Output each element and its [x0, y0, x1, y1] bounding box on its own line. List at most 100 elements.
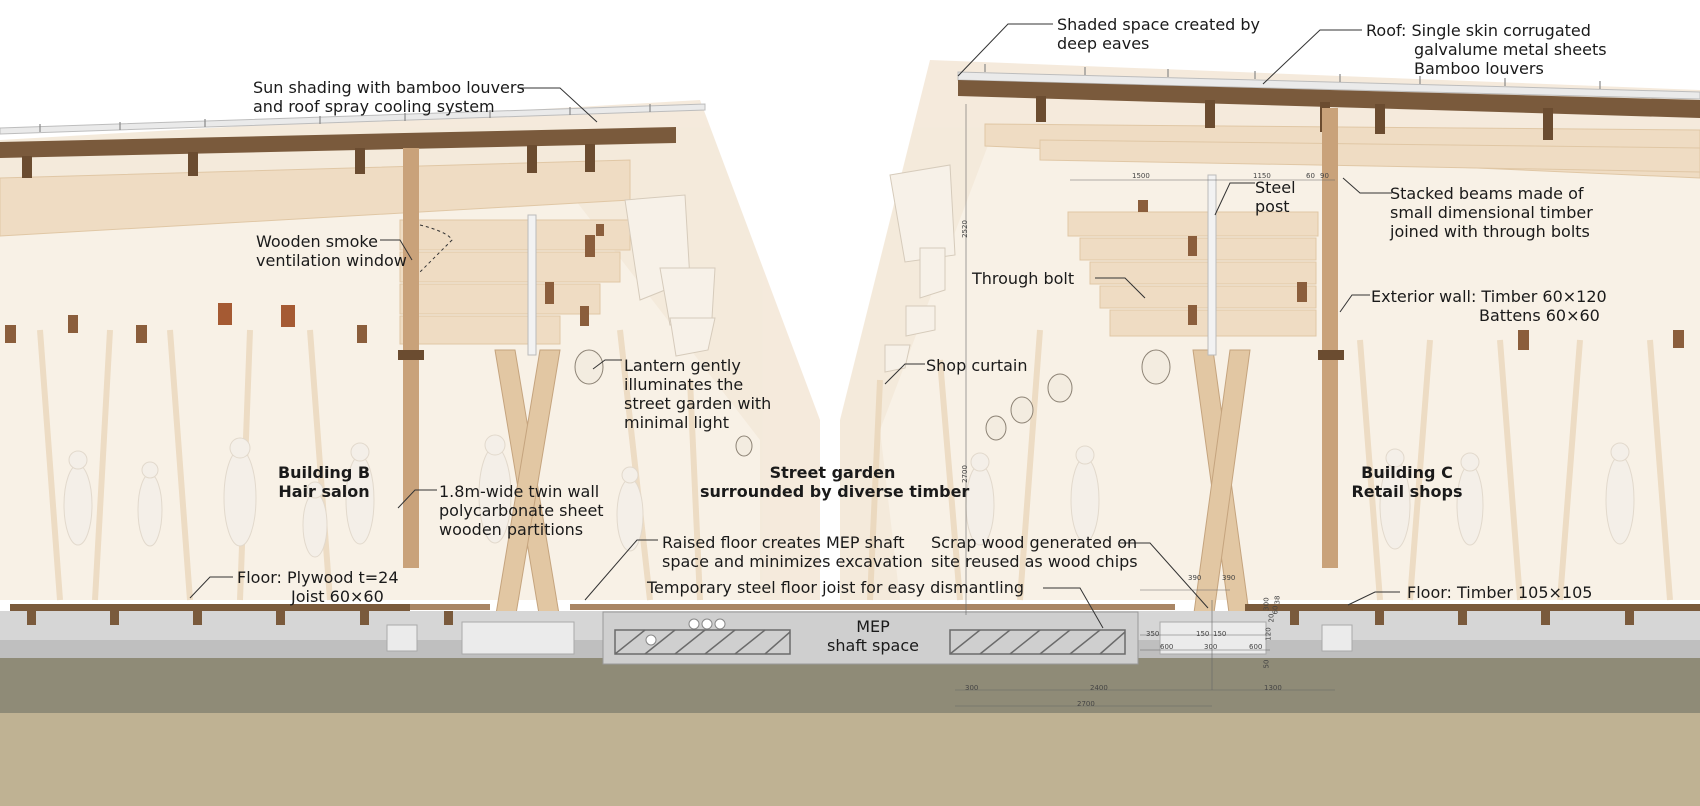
annotation-smoke-window: Wooden smoke ventilation window	[256, 232, 407, 270]
annotation-floor-left-line2: Joist 60×60	[291, 587, 384, 606]
dimension-38: 38	[1273, 595, 1282, 605]
annotation-roof: Roof: Single skin corrugated galvalume m…	[1366, 21, 1607, 78]
annotation-sun-shading-line1: Sun shading with bamboo louvers	[253, 78, 525, 97]
annotation-steel-post: Steel post	[1255, 178, 1296, 216]
footing-x-right	[1159, 621, 1267, 655]
annotation-raised-floor-line1: Raised floor creates MEP shaft	[662, 533, 905, 552]
annotation-shaded-space: Shaded space created by deep eaves	[1057, 15, 1260, 53]
annotation-polycarbonate: 1.8m-wide twin wall polycarbonate sheet …	[439, 482, 604, 539]
annotation-sun-shading: Sun shading with bamboo louvers and roof…	[253, 78, 525, 116]
annotation-roof-line3: Bamboo louvers	[1414, 59, 1544, 78]
annotation-lantern-line1: Lantern gently	[624, 356, 741, 375]
ground-lower	[0, 713, 1700, 806]
people-silhouettes	[63, 434, 1635, 558]
ground-upper	[0, 658, 1700, 713]
title-building-c-line2: Retail shops	[1351, 482, 1463, 501]
dimension-600-a: 600	[1160, 643, 1174, 651]
annotation-stacked-beams-line1: Stacked beams made of	[1390, 184, 1584, 203]
annotation-shaded-space-line2: deep eaves	[1057, 34, 1150, 53]
dimension-90: 90	[1320, 172, 1329, 180]
dimension-1150: 1150	[1253, 172, 1271, 180]
annotation-shop-curtain: Shop curtain	[926, 356, 1028, 375]
annotation-scrap-wood: Scrap wood generated on site reused as w…	[931, 533, 1138, 571]
building-c-wall-post	[1322, 108, 1338, 568]
building-b-post-bracket	[398, 350, 424, 360]
annotation-polycarbonate-line2: polycarbonate sheet	[439, 501, 604, 520]
dimension-2700-vertical: 2700	[960, 465, 969, 483]
timber-blocks	[5, 200, 1684, 350]
dimension-300: 300	[1204, 643, 1218, 651]
title-street-garden-line1: Street garden	[769, 463, 896, 482]
temporary-steel-joists	[614, 629, 1126, 655]
annotation-shaded-space-line1: Shaded space created by	[1057, 15, 1261, 34]
annotation-scrap-wood-line1: Scrap wood generated on	[931, 533, 1138, 552]
annotation-steel-post-line1: Steel	[1255, 178, 1296, 197]
annotation-exterior-wall-line2: Battens 60×60	[1479, 306, 1600, 325]
annotation-through-bolt: Through bolt	[972, 269, 1075, 288]
title-building-c-line1: Building C	[1361, 463, 1453, 482]
dimension-2700: 2700	[1077, 700, 1095, 708]
annotation-floor-left-line1: Floor: Plywood t=24	[237, 568, 399, 587]
annotation-stacked-beams: Stacked beams made of small dimensional …	[1390, 184, 1593, 241]
footing-right	[1321, 624, 1353, 652]
annotation-floor-left: Floor: Plywood t=24 Joist 60×60	[237, 568, 399, 606]
roof-left-purlins	[22, 144, 595, 178]
title-building-b: Building B Hair salon	[268, 463, 380, 501]
annotation-smoke-window-line2: ventilation window	[256, 251, 407, 270]
dimension-390-a: 390	[1188, 574, 1202, 582]
dimension-2400: 2400	[1090, 684, 1108, 692]
dimension-350: 350	[1146, 630, 1160, 638]
roof-right-spray-nozzles	[984, 64, 1601, 89]
annotation-stacked-beams-line2: small dimensional timber	[1390, 203, 1593, 222]
title-street-garden: Street garden surrounded by diverse timb…	[700, 463, 970, 501]
annotation-roof-line2: galvalume metal sheets	[1414, 40, 1607, 59]
dimension-60: 60	[1306, 172, 1315, 180]
title-street-garden-line2: surrounded by diverse timber	[700, 482, 970, 501]
building-c-post-bracket	[1318, 350, 1344, 360]
annotation-stacked-beams-line3: joined with through bolts	[1390, 222, 1590, 241]
annotation-polycarbonate-line1: 1.8m-wide twin wall	[439, 482, 600, 501]
dimension-1300: 1300	[1264, 684, 1282, 692]
steel-post-left	[527, 214, 537, 356]
annotation-temporary-joist: Temporary steel floor joist for easy dis…	[647, 578, 1025, 597]
annotation-scrap-wood-line2: site reused as wood chips	[931, 552, 1138, 571]
footing-x-left	[461, 621, 575, 655]
smoke-window-arc	[419, 224, 453, 273]
dimension-600-b: 600	[1249, 643, 1263, 651]
annotation-lantern-line3: street garden with	[624, 394, 772, 413]
dimension-150-b: 150	[1213, 630, 1227, 638]
dimension-lines	[955, 104, 1335, 707]
dimension-300-vertical: 300	[1262, 597, 1271, 611]
annotation-roof-line1: Roof: Single skin corrugated	[1366, 21, 1591, 40]
annotation-raised-floor: Raised floor creates MEP shaft space and…	[662, 533, 923, 571]
floor-deck-left-2	[410, 604, 490, 610]
steel-post-right	[1207, 174, 1217, 356]
roof-left-spray-nozzles	[39, 104, 651, 132]
title-building-b-line2: Hair salon	[278, 482, 370, 501]
dimension-120: 120	[1264, 627, 1273, 641]
annotation-exterior-wall: Exterior wall: Timber 60×120 Battens 60×…	[1371, 287, 1607, 325]
footing-left	[386, 624, 418, 652]
floor-deck-left	[10, 604, 410, 611]
leader-lines	[189, 23, 1400, 629]
dimension-50: 50	[1262, 659, 1271, 669]
annotation-raised-floor-line2: space and minimizes excavation	[662, 552, 923, 571]
title-building-c: Building C Retail shops	[1347, 463, 1467, 501]
dimension-60-vertical: 60	[1271, 605, 1280, 615]
roof-left-sheet	[0, 103, 706, 135]
annotation-polycarbonate-line3: wooden partitions	[439, 520, 584, 539]
annotation-sun-shading-line2: and roof spray cooling system	[253, 97, 495, 116]
roof-right-beam	[958, 80, 1700, 118]
dimension-390-b: 390	[1222, 574, 1236, 582]
mep-pipes	[645, 618, 726, 646]
dimension-1500: 1500	[1132, 172, 1150, 180]
dimension-2520: 2520	[960, 220, 969, 238]
title-mep-shaft: MEP shaft space	[813, 617, 933, 655]
floor-joist-posts	[27, 611, 1634, 625]
annotation-floor-right: Floor: Timber 105×105	[1407, 583, 1593, 602]
floor-deck-right	[1245, 604, 1700, 611]
title-building-b-line1: Building B	[277, 463, 371, 482]
dimension-150-a: 150	[1196, 630, 1210, 638]
annotation-lantern-line2: illuminates the	[624, 375, 744, 394]
